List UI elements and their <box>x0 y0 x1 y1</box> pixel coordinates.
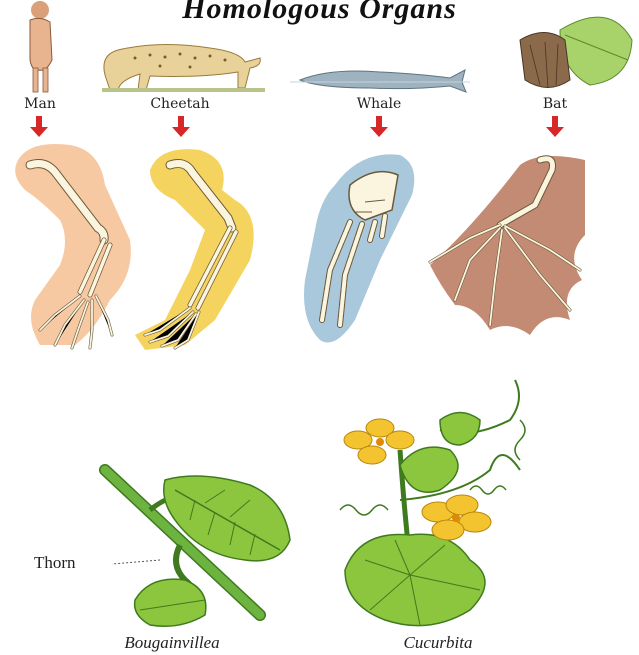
label-bat: Bat <box>505 96 605 112</box>
arrow-bat <box>546 116 564 137</box>
whale-forelimb <box>304 154 414 342</box>
cheetah-forelimb <box>135 149 254 350</box>
caption-cucurbita: Cucurbita <box>358 633 518 653</box>
arrow-cheetah <box>172 116 190 137</box>
arrow-man <box>30 116 48 137</box>
label-man: Man <box>0 96 90 112</box>
whale-figure <box>290 70 470 92</box>
cucurbita-plant <box>340 380 525 626</box>
arrow-whale <box>370 116 388 137</box>
label-whale: Whale <box>329 96 429 112</box>
arrows <box>30 116 564 137</box>
caption-bougainvillea: Bougainvillea <box>92 633 252 653</box>
bougainvillea-plant <box>105 470 290 626</box>
man-forelimb <box>15 144 131 348</box>
man-figure <box>30 1 52 92</box>
cheetah-figure <box>102 44 265 90</box>
bat-figure <box>520 17 632 88</box>
bat-forelimb <box>430 156 585 335</box>
label-cheetah: Cheetah <box>130 96 230 112</box>
label-thorn: Thorn <box>34 553 76 573</box>
